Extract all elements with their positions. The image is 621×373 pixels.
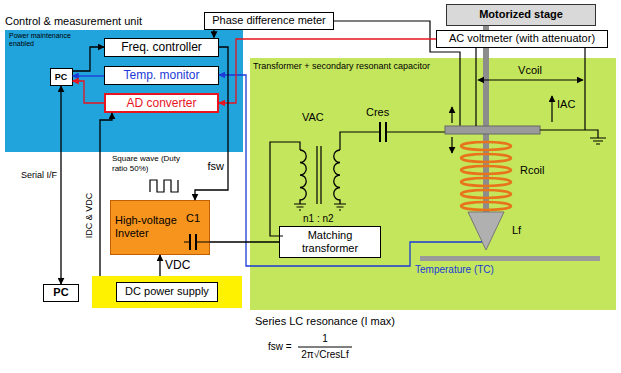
stage-rod [483, 48, 489, 126]
annotation-label: VAC [302, 111, 324, 124]
annotation-label: IAC [557, 98, 575, 111]
node-label: AD converter [126, 96, 196, 110]
voltage-arrow [478, 79, 583, 80]
resonant-capacitor-symbol [380, 122, 386, 142]
node-label: Temp. monitor [123, 68, 199, 82]
instrument-box: AC voltmeter (with attenuator) [436, 30, 608, 48]
node-label: Phase difference meter [212, 14, 326, 27]
square-wave-symbol [150, 180, 178, 192]
node-label: AC voltmeter (with attenuator) [449, 32, 595, 45]
edge-label: Serial I/F [21, 170, 57, 181]
node-label: Control & measurement unit [5, 15, 243, 28]
edge-label: IDC & VDC [85, 192, 96, 238]
connector [219, 39, 436, 103]
capacitor-symbol [190, 234, 196, 250]
annotation-label: fsw = [268, 341, 292, 353]
annotation-label: Cres [366, 106, 389, 119]
primary-winding [300, 150, 306, 204]
annotation-label: n1 : n2 [303, 213, 334, 225]
edge-label: VDC [165, 258, 190, 272]
connector [195, 47, 228, 200]
coil-symbol [461, 142, 511, 210]
transformer-box: Matching transformer [279, 226, 381, 258]
node-label: Motorized stage [479, 8, 563, 21]
annotation-label: 1 [322, 333, 328, 345]
annotation-label: 2π√CresLf [301, 349, 348, 361]
pc-box: PC [50, 68, 73, 86]
annotation-label: Rcoil [520, 164, 544, 177]
base-plate [420, 256, 600, 261]
node-label: Freq. controller [121, 40, 202, 54]
meter-box: Phase difference meter [204, 12, 334, 30]
control-unit-panel: Control & measurement unitPower maintena… [5, 30, 243, 152]
fraction-bar [298, 347, 352, 348]
annotation-label: C1 [186, 212, 200, 225]
secondary-wire [340, 132, 445, 150]
connector [159, 255, 160, 276]
phase-sense-wire [334, 21, 460, 126]
annotation-label: Temperature (TC) [415, 264, 494, 276]
annotation-label: Vcoil [518, 64, 542, 77]
node-label: Matching transformer [280, 229, 380, 255]
pc-box: PC [43, 284, 79, 302]
ground-symbol [590, 138, 606, 144]
connector [100, 113, 112, 276]
current-arrow [551, 96, 552, 122]
annotation-label: Square wave (Duty ratio 50%) [112, 154, 184, 174]
connector [60, 86, 61, 284]
process-box: Temp. monitor [104, 66, 219, 85]
transformer-core [317, 146, 321, 204]
connector [210, 241, 279, 242]
ferrite-tip [468, 212, 504, 250]
node-label: PC [53, 286, 68, 299]
motion-arrow [451, 107, 452, 123]
stage-box: Motorized stage [446, 4, 596, 26]
process-box: Freq. controller [104, 38, 219, 57]
return-wire [540, 130, 598, 138]
connector [73, 81, 105, 103]
node-label: High-voltage Inveter [115, 214, 181, 240]
primary-wire [270, 142, 300, 236]
node-label: PC [55, 72, 68, 83]
connector [73, 47, 105, 71]
process-box: AD converter [104, 93, 219, 113]
connector [73, 75, 105, 76]
edge-label: fsw [208, 160, 225, 173]
node-note: Power maintenance enabled [9, 32, 73, 48]
voltmeter-leads [476, 48, 585, 130]
electrode-plate [445, 126, 540, 134]
node-label: DC power supply [116, 282, 218, 301]
thermocouple-wire [219, 75, 482, 266]
stage-rod [483, 26, 489, 30]
annotation-label: Lf [512, 224, 521, 237]
annotation-label: Series LC resonance (I max) [255, 315, 395, 328]
motion-arrow [451, 137, 452, 153]
connector [213, 30, 214, 38]
power-supply-box: DC power supply [92, 276, 242, 308]
secondary-winding [334, 150, 340, 204]
ground-symbol [294, 204, 346, 210]
node-label: Transformer + secondary resonant capacit… [253, 61, 616, 72]
